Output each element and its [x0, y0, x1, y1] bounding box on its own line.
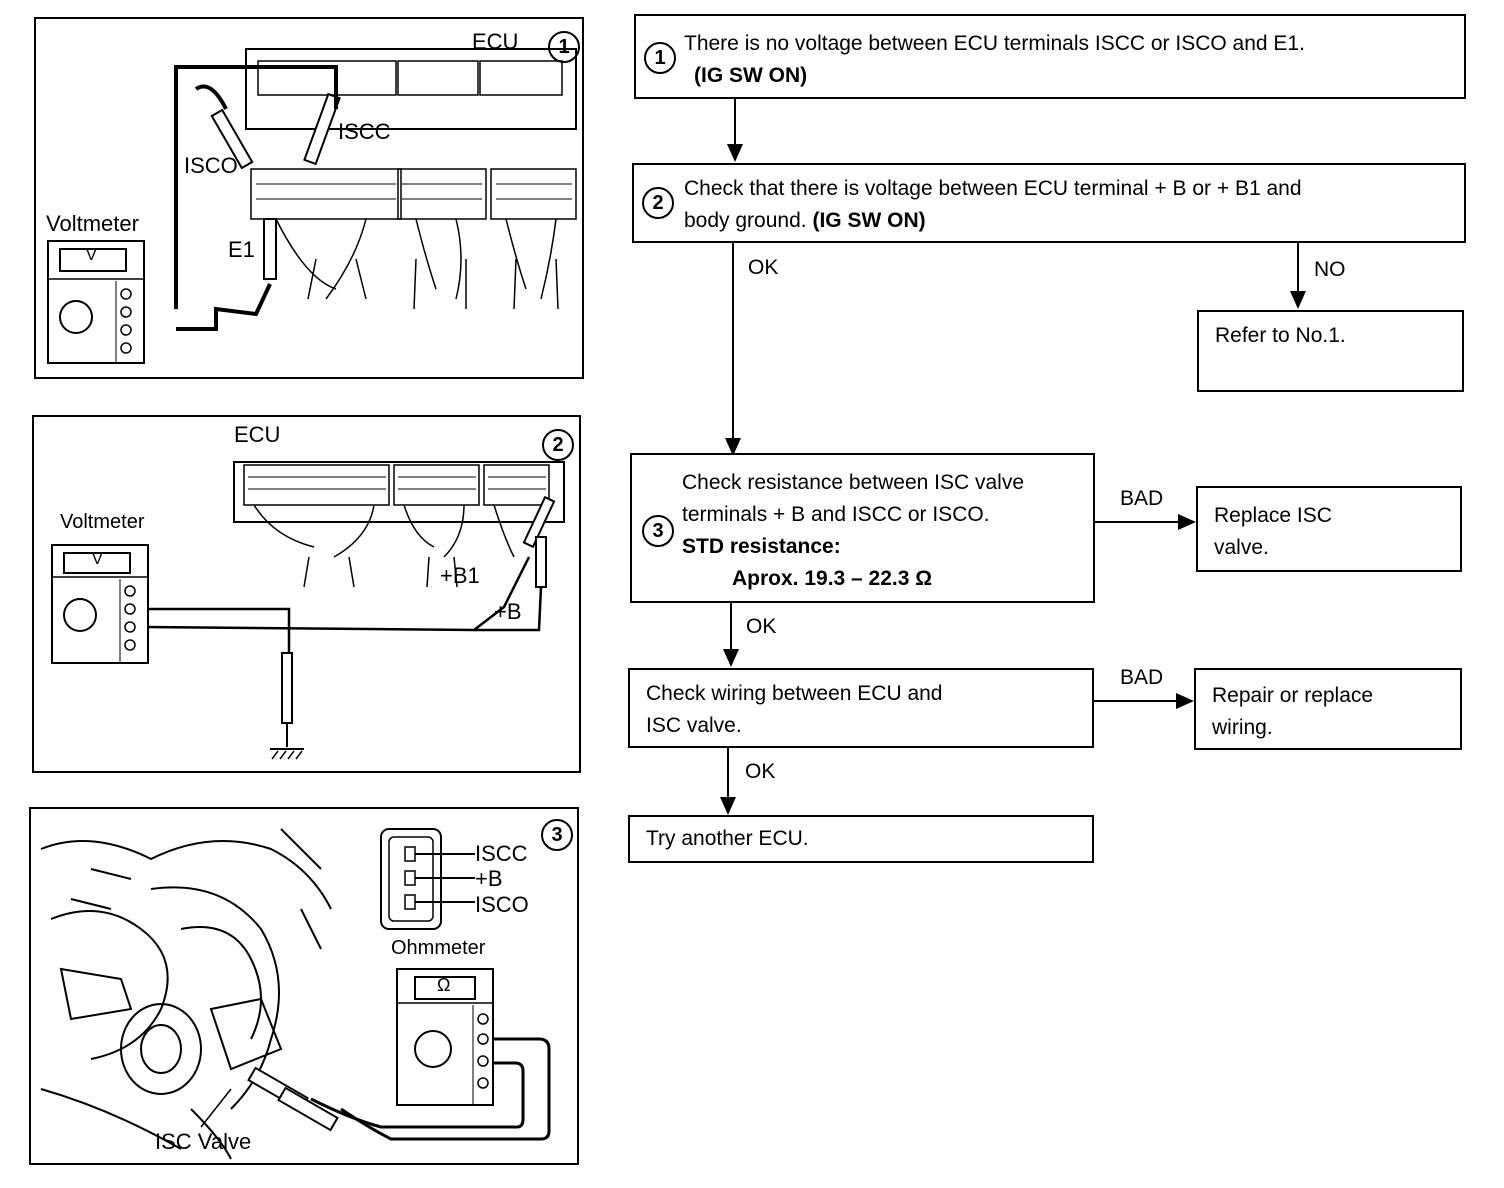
panel-2-number-badge: 2	[542, 429, 574, 461]
flow-step-3-box: 3 Check resistance between ISC valve ter…	[630, 453, 1095, 603]
panel-3-isco-label: ISCO	[475, 892, 529, 917]
panel-2-b1-label: +B1	[440, 563, 480, 588]
refer-box: Refer to No.1.	[1197, 310, 1464, 392]
panel-1-illustration	[47, 48, 577, 364]
refer-text: Refer to No.1.	[1215, 324, 1346, 347]
wiring-text-line1: Check wiring between ECU and	[646, 682, 943, 705]
step-2-text-line2b: (IG SW ON)	[812, 209, 926, 232]
panel-3-number-badge: 3	[541, 819, 573, 851]
step-2-text-line2a: body ground.	[684, 209, 807, 232]
wiring-box: Check wiring between ECU and ISC valve.	[628, 668, 1094, 748]
label-ok-step2: OK	[748, 256, 779, 279]
try-text: Try another ECU.	[646, 827, 809, 850]
step-3-number-badge: 3	[642, 515, 674, 547]
panel-1-ecu-label: ECU	[472, 29, 519, 54]
step-3-text-line2: terminals + B and ISCC or ISCO.	[682, 503, 990, 526]
replace-box: Replace ISC valve.	[1196, 486, 1462, 572]
panel-2-meter-display: V	[92, 551, 103, 568]
replace-text-line2: valve.	[1214, 536, 1269, 559]
wiring-text-line2: ISC valve.	[646, 714, 742, 737]
panel-3-iscc-label: ISCC	[475, 841, 528, 866]
step-1-text-line1: There is no voltage between ECU terminal…	[684, 32, 1305, 55]
panel-2-ecu-label: ECU	[234, 422, 281, 447]
repair-text-line2: wiring.	[1212, 716, 1273, 739]
step-1-text-line2: (IG SW ON)	[694, 64, 808, 87]
panel-1-voltmeter-label: Voltmeter	[46, 211, 139, 236]
panel-1-number-badge: 1	[548, 31, 580, 63]
panel-1-e1-label: E1	[228, 237, 255, 262]
panel-3-isc-valve-label: ISC Valve	[155, 1129, 252, 1154]
replace-text-line1: Replace ISC	[1214, 504, 1332, 527]
panel-3-b-label: +B	[475, 866, 503, 891]
flow-step-2-box: 2 Check that there is voltage between EC…	[632, 163, 1466, 243]
label-bad-wiring: BAD	[1120, 666, 1164, 689]
panel-3-meter-display: Ω	[437, 975, 451, 995]
panel-3-resistance-check: 3 ISCC +B ISCO Ohmmeter Ω ISC Valve	[29, 807, 579, 1165]
flow-step-1-box: 1 There is no voltage between ECU termin…	[634, 14, 1466, 99]
step-2-text-line1: Check that there is voltage between ECU …	[684, 177, 1302, 200]
label-ok-step3: OK	[746, 615, 777, 638]
step-1-number-badge: 1	[644, 42, 676, 74]
panel-2-b-label: +B	[494, 599, 522, 624]
label-no-step2: NO	[1314, 258, 1346, 281]
step-3-text-line3: STD resistance:	[682, 535, 841, 558]
step-3-text-line4: Aprox. 19.3 – 22.3 Ω	[732, 567, 933, 590]
repair-text-line1: Repair or replace	[1212, 684, 1374, 707]
panel-2-voltmeter-label: Voltmeter	[60, 511, 145, 533]
step-3-text-line1: Check resistance between ISC valve	[682, 471, 1024, 494]
step-2-text-line2: body ground. (IG SW ON)	[684, 205, 926, 237]
label-bad-step3: BAD	[1120, 487, 1164, 510]
step-2-number-badge: 2	[642, 187, 674, 219]
panel-1-meter-display: V	[86, 247, 97, 264]
panel-1-isco-label: ISCO	[184, 153, 238, 178]
panel-2-illustration	[51, 461, 565, 760]
panel-1-iscc-label: ISCC	[338, 119, 391, 144]
try-box: Try another ECU.	[628, 815, 1094, 863]
panel-1-voltage-check: 1 ECU ISCC ISCO E1 Voltmeter V	[34, 17, 584, 379]
panel-3-illustration	[40, 828, 551, 1160]
panel-3-ohmmeter-label: Ohmmeter	[391, 937, 486, 959]
panel-2-voltage-check: 2 ECU Voltmeter V +B1 +B	[32, 415, 581, 773]
repair-box: Repair or replace wiring.	[1194, 668, 1462, 750]
label-ok-wiring: OK	[745, 760, 776, 783]
